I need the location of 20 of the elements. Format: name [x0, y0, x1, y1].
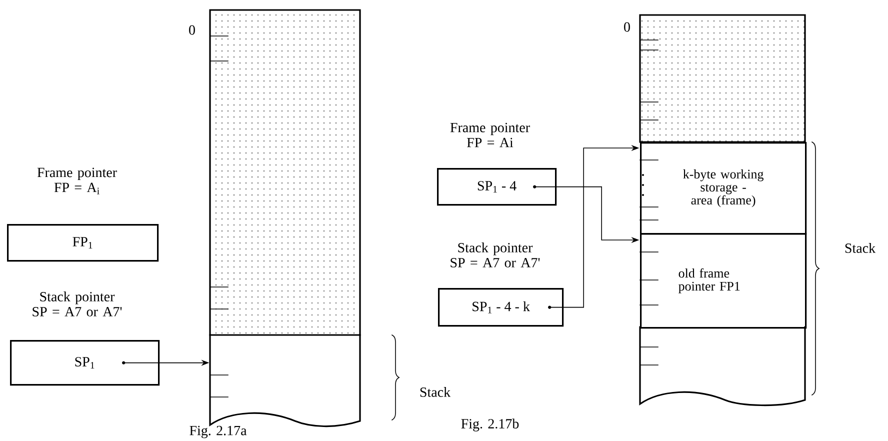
figure-caption: Fig. 2.17b [461, 418, 519, 432]
pointer-label: Frame pointer FP = Ai [450, 122, 530, 148]
pointer-label: Stack pointer SP = A7 or A7' [450, 242, 540, 268]
address-label: 0 [624, 22, 630, 32]
stack-label: Stack [420, 387, 451, 397]
address-label: 0 [189, 25, 195, 35]
stack-label: Stack [845, 243, 876, 253]
register-box: SP$_{1}$ [10, 340, 160, 386]
used-stack-area [209, 9, 361, 336]
stack-area [209, 334, 361, 428]
register-box: SP$_{1}$ - 4 [437, 168, 557, 206]
memory-area: old frame pointer FP1 [640, 232, 807, 329]
register-box: SP$_{1}$ - 4 - k [438, 288, 564, 327]
memory-area: k-byte working storage - area (frame) [640, 142, 807, 235]
pointer-label: Frame pointer FP = A$_{i}$ [37, 168, 117, 194]
stack-area [639, 326, 806, 406]
figure-caption: Fig. 2.17a [190, 426, 247, 438]
pointer-label: Stack pointer SP = A7 or A7' [32, 292, 122, 316]
register-box: FP$_{1}$ [7, 224, 159, 262]
used-stack-area [639, 14, 806, 143]
